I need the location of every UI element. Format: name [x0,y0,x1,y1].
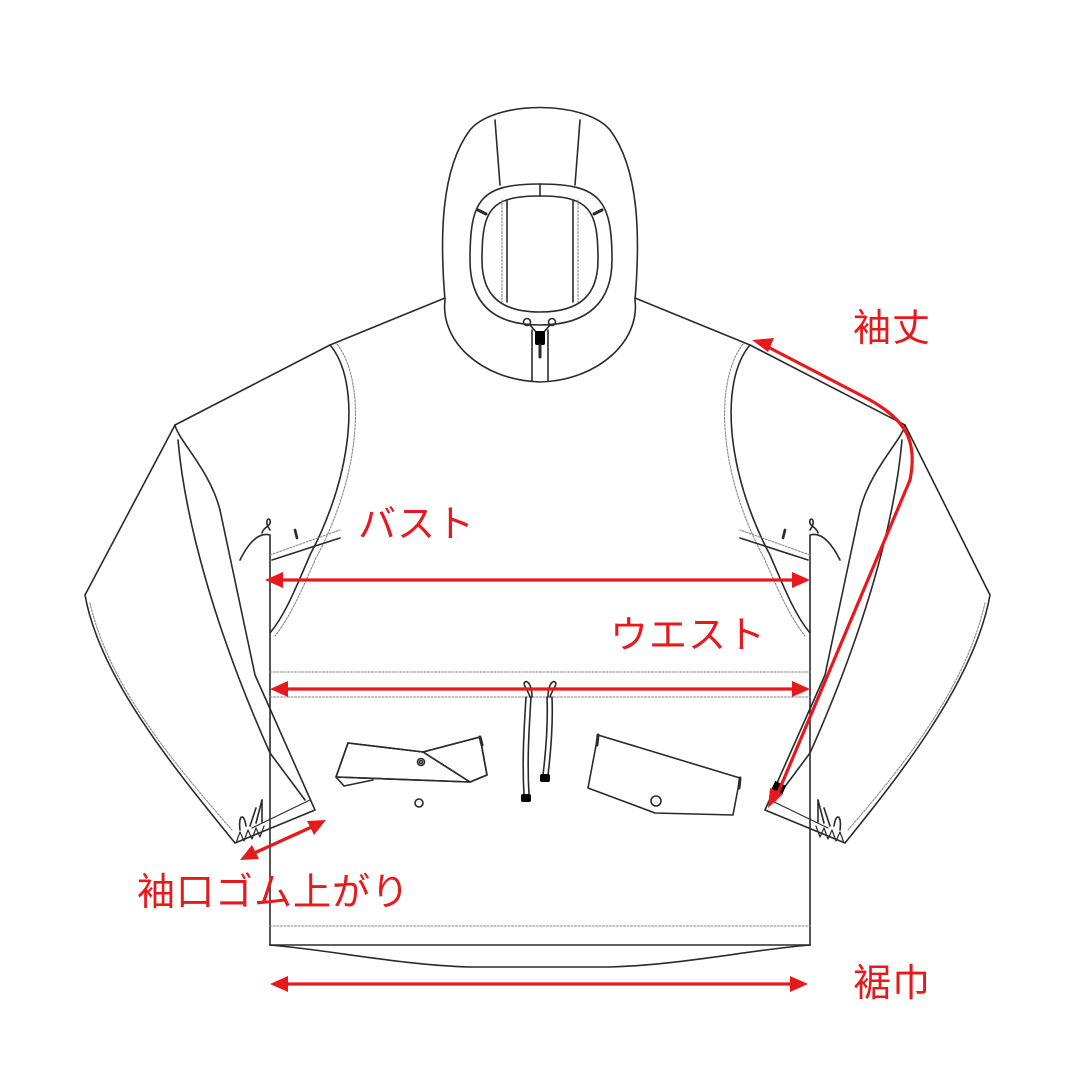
cuff-elastic-arrow [240,820,326,860]
hem-width-label: 裾巾 [853,961,932,1005]
bust-arrow [265,572,810,588]
garment-sketch [84,106,991,968]
right-sleeve [739,424,991,844]
sleeve-length-arrow [752,338,914,808]
hood [441,106,639,383]
waist-label: ウエスト [610,613,767,657]
sleeve-length-label: 袖丈 [853,306,932,350]
hem-width-arrow [270,976,808,992]
left-sleeve [84,424,341,844]
measurement-overlays [240,338,914,992]
body [174,297,906,968]
bust-label: バスト [358,502,476,546]
cuff-elastic-label: 袖口ゴム上がり [137,870,411,914]
waist-arrow [270,681,810,697]
